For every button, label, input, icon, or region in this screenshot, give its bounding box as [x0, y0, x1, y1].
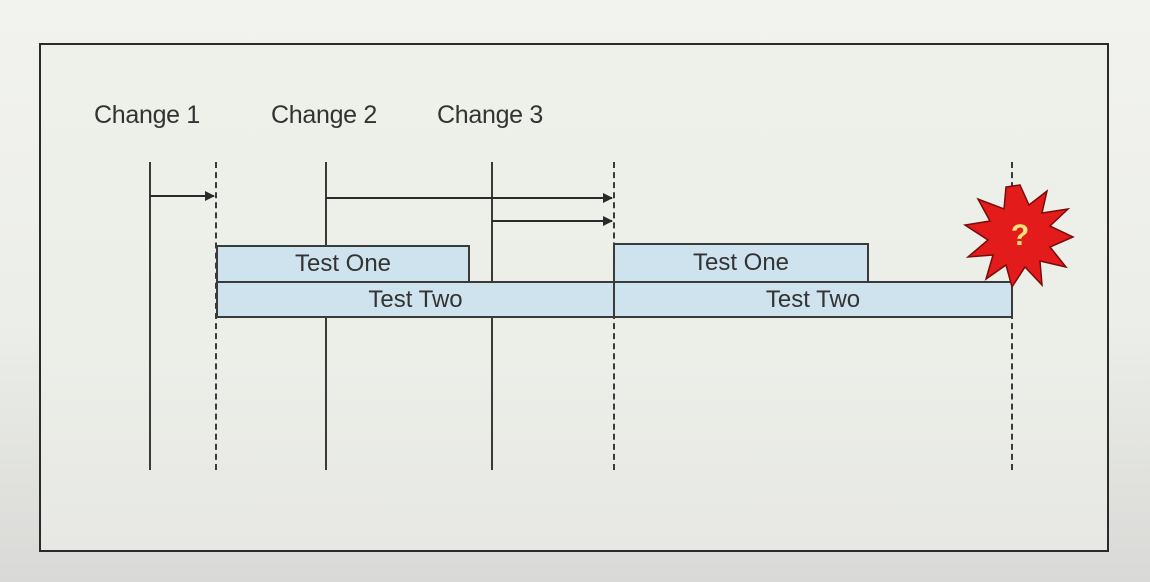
- change-1-line: [149, 162, 151, 470]
- test-one-label: Test One: [692, 249, 790, 276]
- test-one-label: Test One: [294, 250, 392, 277]
- test-one-bar-run-1: Test One: [216, 245, 470, 283]
- change-3-label: Change 3: [437, 101, 544, 129]
- test-one-bar-run-2: Test One: [613, 243, 869, 283]
- burst-question-mark: ?: [1011, 219, 1029, 252]
- change-2-label: Change 2: [271, 101, 378, 129]
- failure-burst-icon: ?: [962, 184, 1075, 289]
- test-two-label: Test Two: [368, 285, 463, 313]
- test-two-label: Test Two: [765, 285, 861, 313]
- change-1-label: Change 1: [94, 101, 201, 129]
- test-two-bar-run-2: Test Two: [613, 281, 1013, 318]
- test-two-bar-run-1: Test Two: [216, 281, 615, 318]
